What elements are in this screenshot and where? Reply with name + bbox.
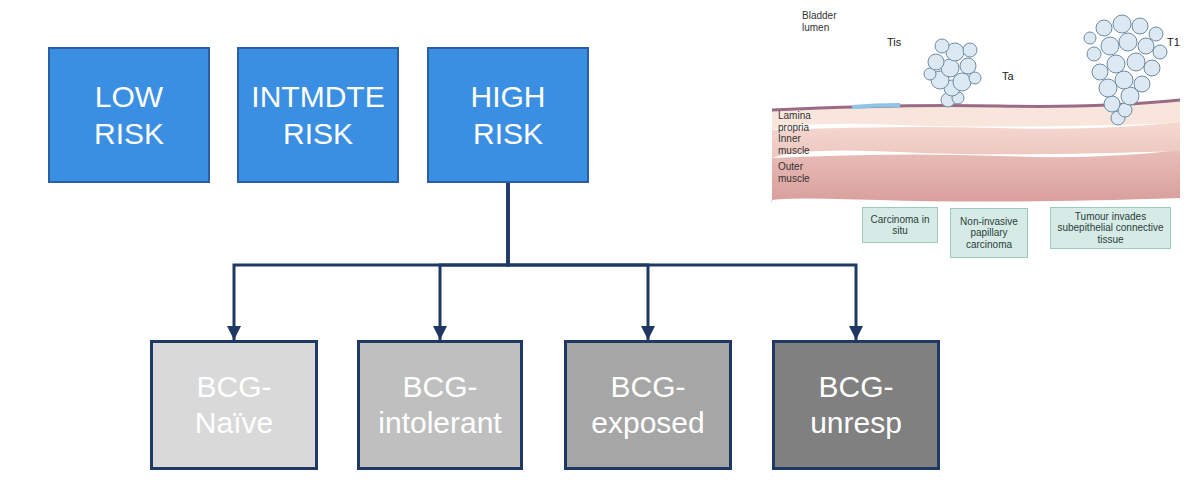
tumour-cell [1127, 53, 1145, 71]
tumour-cell [935, 39, 949, 53]
box-label: BCG- unresp [787, 369, 925, 441]
region-label: Bladder lumen [802, 10, 846, 33]
box-label: Tumour invades subepithelial connective … [1055, 211, 1166, 246]
box-label: INTMDTE RISK [249, 78, 387, 153]
tumour-cell [1099, 79, 1117, 97]
tumour-cell [1087, 47, 1101, 61]
tumour-cell [963, 43, 977, 57]
outer-muscle-layer [771, 150, 1180, 202]
risk-box: HIGH RISK [427, 47, 589, 183]
tumour-cell [928, 54, 944, 70]
tumour-cell [953, 73, 971, 91]
branch-connector [440, 183, 508, 340]
box-label: HIGH RISK [439, 78, 577, 153]
layer-label: Outer muscle [778, 161, 826, 184]
inner-muscle-layer [772, 122, 1180, 158]
tumour-cell [1107, 55, 1125, 73]
stage-caption-box: Non-invasive papillary carcinoma [950, 208, 1028, 258]
box-label: LOW RISK [60, 78, 198, 153]
box-label: BCG- exposed [579, 369, 717, 441]
tumour-cell [1132, 18, 1148, 34]
tumour-cell [1092, 64, 1108, 80]
box-label: BCG- Naïve [165, 369, 303, 441]
tumour-cell [1084, 32, 1096, 44]
tumour-cell [1153, 45, 1167, 59]
tumour-cell [1113, 15, 1131, 33]
stage-caption-box: Carcinoma in situ [862, 207, 938, 243]
branch-connector [508, 183, 648, 340]
box-label: Non-invasive papillary carcinoma [955, 216, 1023, 251]
layer-label: Inner muscle [778, 133, 826, 156]
bcg-status-box: BCG- intolerant [357, 340, 523, 470]
bcg-status-box: BCG- unresp [772, 340, 940, 470]
tumour-cell [1104, 96, 1120, 112]
tumour-cell [1101, 37, 1119, 55]
branch-connector [508, 183, 856, 340]
tumour-cell [960, 58, 976, 74]
tumour-cell [1115, 71, 1133, 89]
risk-box: INTMDTE RISK [237, 47, 399, 183]
ta-tumour-cells [924, 39, 981, 107]
stage-label: Tis [887, 36, 917, 49]
tumour-cell [1096, 20, 1112, 36]
bcg-status-box: BCG- exposed [564, 340, 732, 470]
stage-label: T1 [1167, 36, 1197, 49]
box-label: BCG- intolerant [372, 369, 508, 441]
carcinoma-in-situ-segment [852, 105, 900, 107]
branch-connector [234, 183, 508, 340]
risk-box: LOW RISK [48, 47, 210, 183]
tumour-cell [1149, 27, 1163, 41]
tumour-cell [1119, 33, 1137, 51]
bcg-status-box: BCG- Naïve [150, 340, 318, 470]
tumour-cell [1138, 38, 1154, 54]
stage-label: Ta [1002, 70, 1032, 83]
t1-tumour-cells [1084, 15, 1167, 125]
tumour-cell [1144, 60, 1160, 76]
box-label: Carcinoma in situ [867, 214, 933, 237]
stage-caption-box: Tumour invades subepithelial connective … [1050, 207, 1171, 249]
tumour-cell [1134, 76, 1150, 92]
layer-label: Lamina propria [778, 110, 826, 133]
